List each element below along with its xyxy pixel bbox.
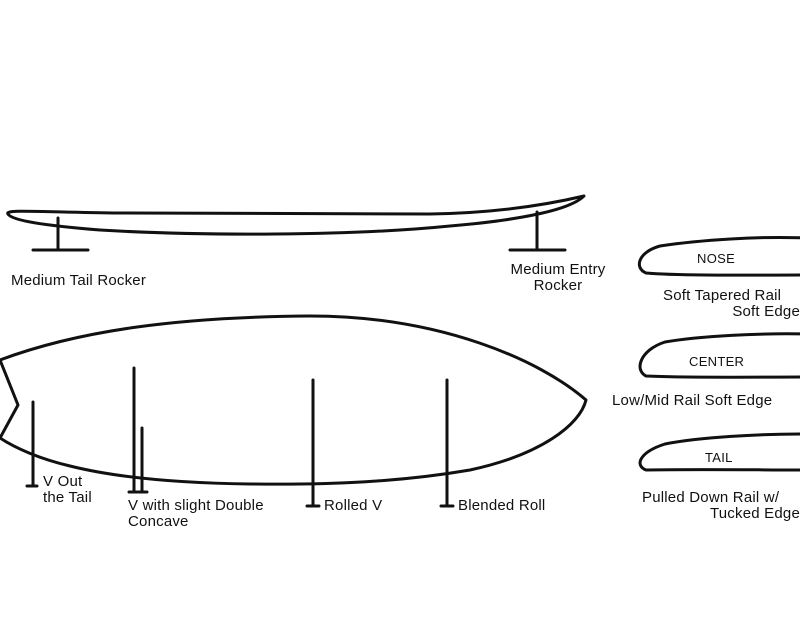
tail-rail-desc-line2: Tucked Edge [710,505,800,522]
rolled-v-marker [305,378,321,508]
board-side-profile [6,194,586,236]
nose-rail-desc-line2: Soft Edge [732,303,800,320]
tail-section-title: TAIL [705,450,733,465]
tail-v-label-line1: V Out [43,473,83,490]
tail-v-label-line2: the Tail [43,489,92,506]
center-rail-desc-line1: Low/Mid Rail Soft Edge [612,392,772,409]
entry-rocker-label-line2: Rocker [534,277,583,294]
center-rail-shape [638,332,800,379]
nose-section-title: NOSE [697,251,735,266]
rolled-v-label: Rolled V [324,497,382,514]
nose-rail-shape [637,235,800,277]
blended-roll-marker [439,378,455,508]
blended-roll-label: Blended Roll [458,497,545,514]
double-concave-marker [127,366,149,494]
tail-rail-desc-line1: Pulled Down Rail w/ [642,489,780,506]
board-bottom-outline [0,314,588,486]
tail-rail-shape [638,432,800,472]
double-concave-label-line1: V with slight Double [128,497,264,514]
nose-rail-desc-line1: Soft Tapered Rail [663,287,781,304]
double-concave-label-line2: Concave [128,513,189,530]
entry-rocker-label-line1: Medium Entry [511,261,606,278]
tail-rocker-label: Medium Tail Rocker [11,272,146,289]
center-section-title: CENTER [689,354,744,369]
entry-rocker-marker [508,210,567,252]
tail-v-marker [25,400,39,488]
tail-rocker-marker [31,216,90,252]
